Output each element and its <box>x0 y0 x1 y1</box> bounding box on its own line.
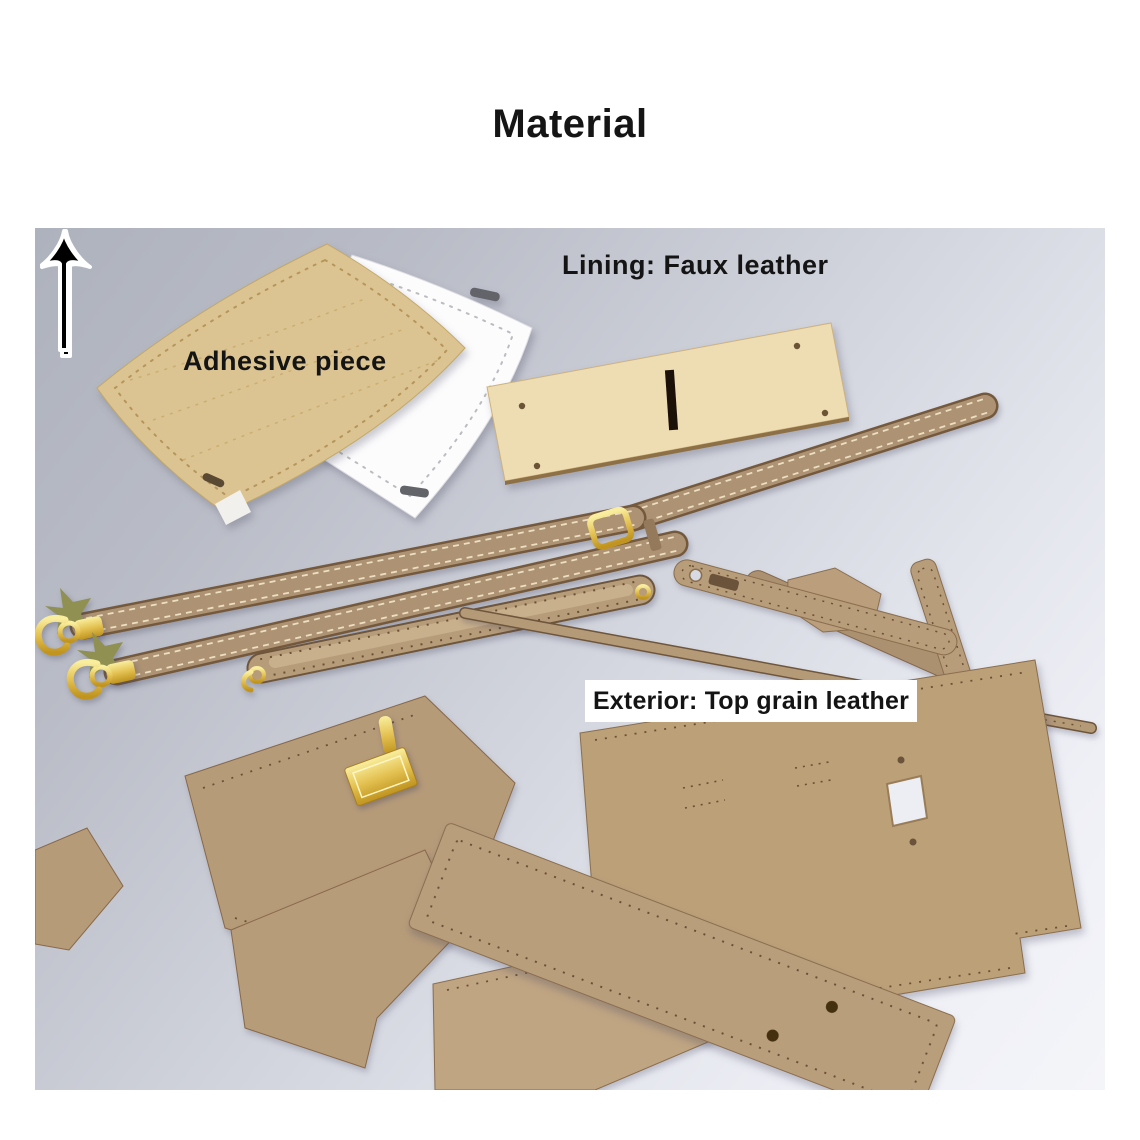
snap-hook <box>35 588 104 656</box>
adhesive-piece-label: Adhesive piece <box>183 346 387 376</box>
product-photo: Adhesive piece Lining: Faux leather Exte… <box>35 228 1105 1090</box>
exterior-label: Exterior: Top grain leather <box>585 680 917 722</box>
shoulder-strap <box>69 392 999 686</box>
lining-piece <box>486 322 850 485</box>
up-arrow-icon <box>40 229 88 352</box>
leather-panel <box>35 827 124 951</box>
lining-label: Lining: Faux leather <box>562 250 829 280</box>
adhesive-piece <box>96 243 466 525</box>
leather-panel <box>230 849 464 1069</box>
exterior-panels <box>35 659 1082 1090</box>
strap-buckle <box>587 506 635 550</box>
materials-illustration <box>35 243 1097 1090</box>
padded-handle <box>241 574 656 693</box>
page-title: Material <box>492 102 648 146</box>
handle-ring <box>635 584 651 600</box>
handle-ring <box>241 666 266 693</box>
gold-lock-hardware <box>344 716 418 807</box>
leather-base-strip <box>408 823 956 1090</box>
snap-hook <box>66 632 136 700</box>
